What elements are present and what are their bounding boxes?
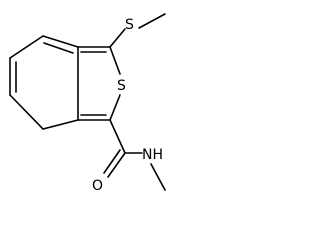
bond-s2-c1 xyxy=(109,94,121,121)
bond-carbonyl-o xyxy=(107,152,126,178)
bond-s-c3 xyxy=(109,28,126,48)
bond-c3-s2 xyxy=(109,46,121,75)
bond-s-methyl xyxy=(138,13,166,29)
atom-nh-amide: NH xyxy=(142,147,163,163)
bond-c6-c7 xyxy=(9,94,44,130)
atom-o-carbonyl: O xyxy=(92,178,103,194)
bond-c7-c7a xyxy=(42,119,79,130)
bond-c3a-c4 xyxy=(42,35,79,48)
chemical-structure: S S O NH xyxy=(9,13,166,194)
bond-n-methyl xyxy=(150,163,166,191)
atom-s-ring: S xyxy=(117,78,126,94)
bond-c4-c5 xyxy=(9,35,44,59)
bond-c1-carbonyl xyxy=(109,119,126,154)
bond-c3a-c4-double xyxy=(43,42,74,54)
atom-s-methylthio: S xyxy=(125,17,134,33)
bond-carbonyl-o-double xyxy=(103,149,121,174)
